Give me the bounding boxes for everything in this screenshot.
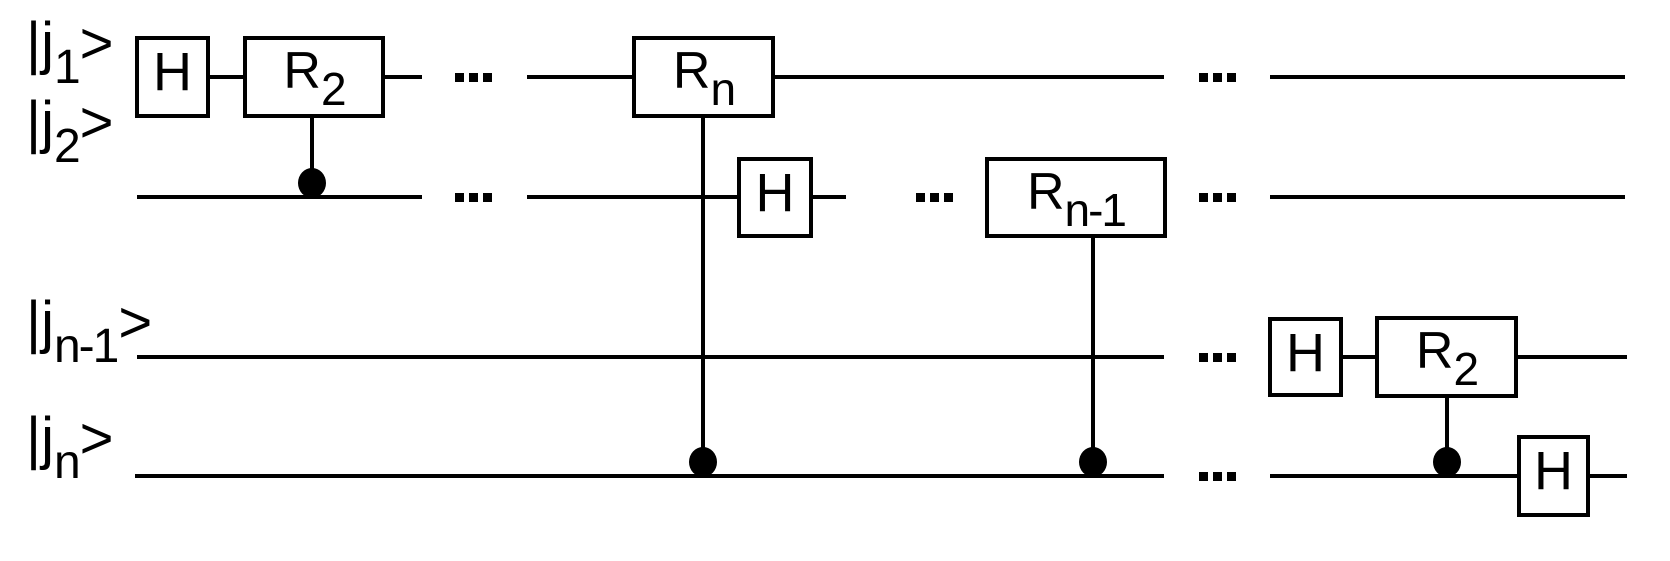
- ellipsis-dash: [944, 193, 953, 202]
- gate-label: H: [1286, 323, 1325, 383]
- gate-label-subscript: 2: [320, 63, 347, 115]
- ellipsis-dash: [483, 193, 492, 202]
- ellipsis-dots: [916, 193, 953, 202]
- control-line: [310, 118, 314, 196]
- ellipsis-dots: [455, 73, 492, 82]
- qubit-label-main: |j: [26, 11, 54, 76]
- qubit-wire-segment: [1270, 195, 1625, 199]
- ellipsis-dash: [1227, 472, 1236, 481]
- gate-label: R: [283, 42, 321, 100]
- qubit-wire-segment: [1588, 474, 1627, 478]
- ket-bracket: >: [79, 11, 114, 76]
- ellipsis-dash: [1213, 472, 1222, 481]
- h-gate-wire3: H: [1268, 317, 1343, 397]
- ellipsis-dash: [930, 193, 939, 202]
- qubit-label-subscript: 1: [53, 41, 81, 94]
- qubit-wire-segment: [135, 474, 1164, 478]
- qubit-label-jn: |jn>: [26, 406, 114, 487]
- gate-label: R: [1026, 163, 1065, 221]
- control-dot: [1433, 447, 1461, 477]
- ellipsis-dots: [1199, 73, 1236, 82]
- qubit-wire-segment: [1270, 75, 1625, 79]
- qubit-wire-segment: [527, 75, 634, 79]
- ellipsis-dash: [1199, 73, 1208, 82]
- gate-label: R: [1415, 322, 1454, 380]
- qubit-label-jn-1: |jn-1>: [26, 290, 153, 371]
- qubit-label-subscript: 2: [53, 120, 81, 173]
- qubit-wire-segment: [811, 195, 846, 199]
- gate-label-subscript: n: [710, 63, 736, 115]
- gate-label-subscript: 2: [1453, 343, 1479, 395]
- qubit-wire-segment: [1270, 474, 1519, 478]
- gate-label: H: [153, 42, 192, 102]
- control-dot: [298, 168, 326, 198]
- qubit-label-j1: |j1>: [26, 11, 114, 92]
- qubit-label-main: |j: [26, 290, 54, 355]
- ellipsis-dash: [1213, 193, 1222, 202]
- ellipsis-dash: [1199, 472, 1208, 481]
- qubit-label-subscript: n-1: [53, 320, 119, 373]
- qubit-wire-segment: [137, 355, 1164, 359]
- control-line: [1445, 398, 1449, 475]
- ellipsis-dash: [1227, 193, 1236, 202]
- h-gate-wire1: H: [135, 36, 210, 118]
- ellipsis-dash: [1199, 353, 1208, 362]
- ellipsis-dots: [1199, 193, 1236, 202]
- qubit-label-j2: |j2>: [26, 90, 114, 171]
- ellipsis-dash: [483, 73, 492, 82]
- qubit-wire-segment: [527, 195, 739, 199]
- qubit-label-main: |j: [26, 90, 54, 155]
- gate-label: H: [755, 163, 795, 223]
- qubit-wire-segment: [385, 75, 422, 79]
- h-gate-wire4: H: [1517, 435, 1590, 517]
- qubit-wire-segment: [137, 195, 422, 199]
- ellipsis-dash: [469, 193, 478, 202]
- qubit-wire-segment: [1343, 355, 1377, 359]
- ellipsis-dash: [1213, 353, 1222, 362]
- qubit-wire-segment: [210, 75, 245, 79]
- ellipsis-dash: [1227, 73, 1236, 82]
- ellipsis-dash: [469, 73, 478, 82]
- qubit-wire-segment: [1516, 355, 1627, 359]
- h-gate-wire2: H: [737, 157, 813, 238]
- control-line: [1091, 238, 1095, 475]
- ellipsis-dash: [916, 193, 925, 202]
- ellipsis-dots: [1199, 472, 1236, 481]
- ket-bracket: >: [79, 406, 114, 471]
- qubit-wire-segment: [775, 75, 1164, 79]
- ellipsis-dash: [1199, 193, 1208, 202]
- ket-bracket: >: [118, 290, 153, 355]
- ket-bracket: >: [79, 90, 114, 155]
- control-dot: [1079, 447, 1107, 477]
- qubit-label-subscript: n: [53, 436, 81, 489]
- qubit-label-main: |j: [26, 406, 54, 471]
- control-line: [701, 118, 705, 475]
- ellipsis-dash: [1227, 353, 1236, 362]
- ellipsis-dots: [1199, 353, 1236, 362]
- ellipsis-dots: [455, 193, 492, 202]
- gate-label: R: [672, 42, 711, 100]
- control-dot: [689, 447, 717, 477]
- ellipsis-dash: [1213, 73, 1222, 82]
- ellipsis-dash: [455, 193, 464, 202]
- ellipsis-dash: [455, 73, 464, 82]
- gate-label-subscript: n-1: [1064, 184, 1128, 236]
- gate-label: H: [1534, 441, 1573, 501]
